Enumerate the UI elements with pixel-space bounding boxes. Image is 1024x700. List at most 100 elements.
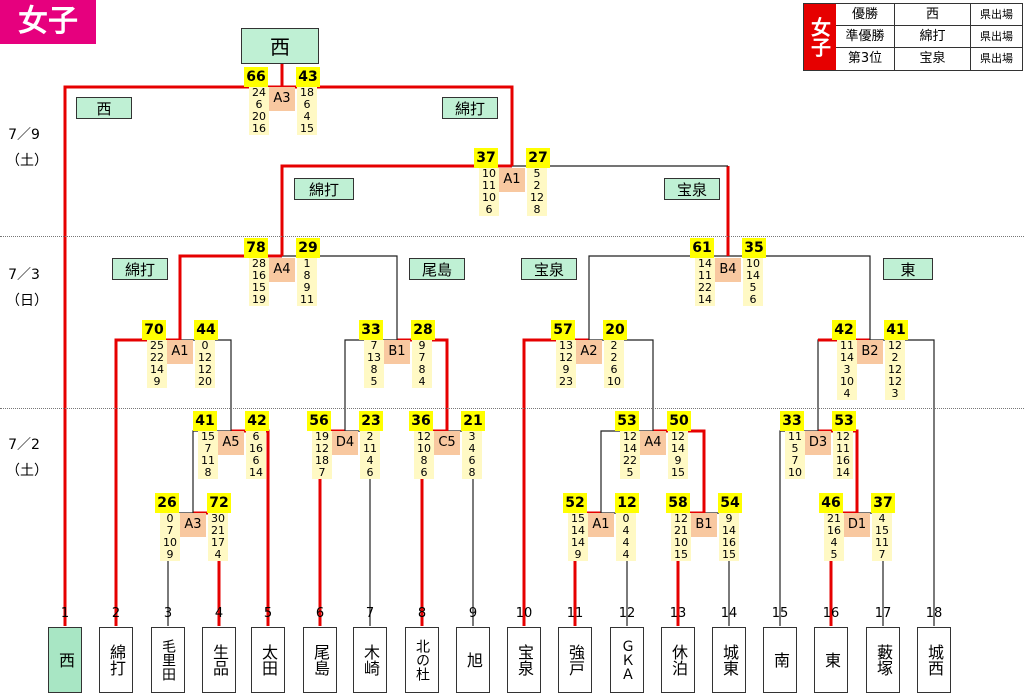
- set-score: 12: [559, 351, 573, 364]
- set-score: 6: [749, 293, 757, 306]
- winner-label: 綿打: [294, 178, 354, 200]
- score-right: 27: [526, 148, 550, 168]
- set-score: 11: [875, 536, 889, 549]
- set-score: 4: [418, 375, 426, 388]
- score-right: 54: [718, 493, 742, 513]
- set-score: 13: [367, 351, 381, 364]
- set-score: 14: [698, 257, 712, 270]
- set-score: 9: [153, 375, 161, 388]
- score-left: 42: [832, 320, 856, 340]
- result-note: 県出場: [970, 48, 1022, 70]
- set-score: 0: [201, 339, 209, 352]
- team-box: 城東: [712, 627, 746, 693]
- set-score: 22: [698, 281, 712, 294]
- set-score: 5: [791, 442, 799, 455]
- team-box: 旭: [456, 627, 490, 693]
- set-score: 15: [875, 524, 889, 537]
- score-right: 72: [207, 493, 231, 513]
- set-score: 12: [315, 442, 329, 455]
- round-date: 7／3 （日）: [6, 267, 48, 309]
- set-score: 5: [533, 167, 541, 180]
- team-box: 休泊: [661, 627, 695, 693]
- winner-path: [818, 429, 859, 513]
- game-id: D3: [805, 431, 831, 455]
- set-score: 6: [303, 98, 311, 111]
- score-right: 20: [603, 320, 627, 340]
- set-score: 17: [211, 536, 225, 549]
- set-score: 22: [150, 351, 164, 364]
- set-score: 16: [836, 454, 850, 467]
- team-number: 14: [720, 606, 738, 621]
- game-id: B4: [715, 258, 741, 282]
- team-number: 3: [163, 606, 173, 621]
- set-score: 11: [698, 269, 712, 282]
- results-label: 女子: [804, 4, 836, 70]
- set-score: 12: [674, 512, 688, 525]
- game-id: A3: [269, 87, 295, 111]
- set-score: 2: [610, 351, 618, 364]
- score-right: 12: [615, 493, 639, 513]
- set-score: 16: [252, 122, 266, 135]
- set-score: 14: [150, 363, 164, 376]
- result-team: 綿打: [894, 26, 970, 48]
- score-left: 52: [563, 493, 587, 513]
- game-id: A4: [640, 431, 666, 455]
- set-score: 11: [840, 339, 854, 352]
- set-score: 14: [671, 442, 685, 455]
- score-right: 44: [194, 320, 218, 340]
- game-id: B1: [384, 340, 410, 364]
- set-score: 20: [198, 375, 212, 388]
- result-note: 県出場: [970, 26, 1022, 48]
- team-number: 10: [515, 606, 533, 621]
- score-left: 26: [155, 493, 179, 513]
- set-score: 30: [211, 512, 225, 525]
- team-number: 9: [468, 606, 478, 621]
- set-score: 14: [722, 524, 736, 537]
- score-left: 58: [666, 493, 690, 513]
- results-box: 女子 優勝西県出場準優勝綿打県出場第3位宝泉県出場: [803, 3, 1023, 71]
- team-box: 尾島: [303, 627, 337, 693]
- set-score: 16: [722, 536, 736, 549]
- team-number: 11: [566, 606, 584, 621]
- set-score: 2: [533, 179, 541, 192]
- team-box: 北の杜: [405, 627, 439, 693]
- set-score: 19: [315, 430, 329, 443]
- set-score: 12: [198, 351, 212, 364]
- score-left: 56: [307, 411, 331, 431]
- set-score: 8: [418, 363, 426, 376]
- set-score: 3: [891, 387, 899, 400]
- set-score: 15: [674, 548, 688, 561]
- set-score: 6: [366, 466, 374, 479]
- set-score: 8: [370, 363, 378, 376]
- score-left: 36: [409, 411, 433, 431]
- team-number: 5: [263, 606, 273, 621]
- game-id: B2: [857, 340, 883, 364]
- set-score: 15: [671, 466, 685, 479]
- set-score: 16: [252, 269, 266, 282]
- set-score: 15: [722, 548, 736, 561]
- set-score: 10: [746, 257, 760, 270]
- bracket-line: [282, 255, 398, 340]
- set-score: 8: [468, 466, 476, 479]
- game-id: A1: [588, 513, 614, 537]
- set-score: 11: [788, 430, 802, 443]
- team-number: 7: [365, 606, 375, 621]
- set-score: 5: [830, 548, 838, 561]
- set-score: 21: [827, 512, 841, 525]
- set-score: 14: [623, 442, 637, 455]
- score-left: 61: [690, 238, 714, 258]
- set-score: 9: [418, 339, 426, 352]
- team-box: 城西: [917, 627, 951, 693]
